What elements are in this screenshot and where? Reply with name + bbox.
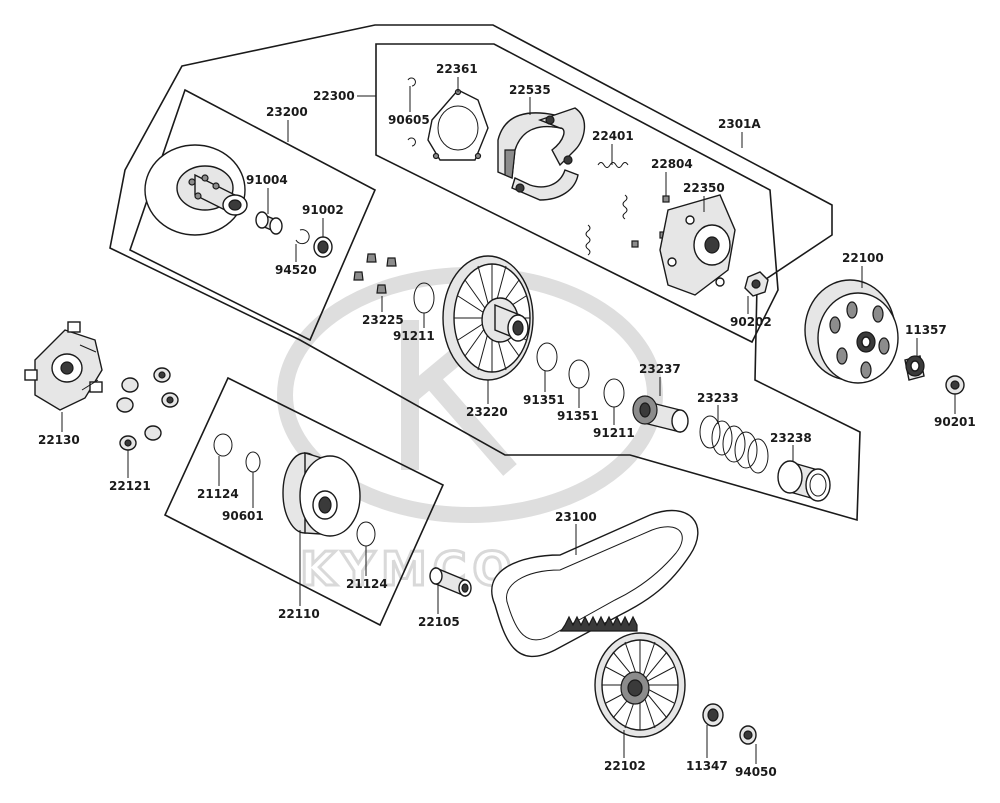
clutch-outer-22100-icon bbox=[804, 279, 899, 384]
label-90605: 90605 bbox=[388, 113, 430, 127]
o-ring-91211-icon bbox=[413, 282, 435, 314]
collar-22105-icon bbox=[429, 566, 472, 598]
label-22121: 22121 bbox=[109, 479, 151, 493]
driven-face-part-icon bbox=[144, 144, 248, 236]
label-91002: 91002 bbox=[302, 203, 344, 217]
fan-drive-face-22102-icon bbox=[594, 632, 686, 738]
nut-90201-icon bbox=[945, 375, 965, 395]
label-21124-a: 21124 bbox=[197, 487, 239, 501]
collar-23237-icon bbox=[632, 395, 689, 433]
label-2301A: 2301A bbox=[718, 117, 761, 131]
leader-lines bbox=[61, 77, 956, 764]
o-ring-91351-b-icon bbox=[568, 359, 590, 389]
watermark-text: KYMCO bbox=[300, 542, 518, 596]
clip-90605-icon bbox=[407, 77, 416, 147]
label-22804: 22804 bbox=[651, 157, 693, 171]
circlip-94520-icon bbox=[295, 229, 310, 245]
label-90601: 90601 bbox=[222, 509, 264, 523]
label-91211-top: 91211 bbox=[393, 329, 435, 343]
moveable-driven-face-23220-icon bbox=[442, 255, 534, 381]
drive-belt-23100-icon bbox=[491, 509, 699, 657]
label-22361: 22361 bbox=[436, 62, 478, 76]
outline-drive-face-group bbox=[163, 376, 445, 627]
label-90202: 90202 bbox=[730, 315, 772, 329]
part-number-labels: 22300 22361 22535 90605 22401 2301A 2280… bbox=[38, 62, 976, 779]
outline-clutch-shoe-group bbox=[375, 43, 779, 344]
washer-11347-icon bbox=[702, 703, 724, 727]
label-22102: 22102 bbox=[604, 759, 646, 773]
spring-seat-23238-icon bbox=[777, 460, 831, 502]
bearing-11357-icon bbox=[904, 355, 925, 381]
label-23237: 23237 bbox=[639, 362, 681, 376]
label-94520: 94520 bbox=[275, 263, 317, 277]
weight-roller-22121-icon bbox=[116, 367, 179, 451]
driven-spring-23233-icon bbox=[699, 415, 769, 474]
nut-90202-icon bbox=[744, 271, 769, 297]
o-ring-91351-a-icon bbox=[536, 342, 558, 372]
label-22110: 22110 bbox=[278, 607, 320, 621]
oil-seal-91002-icon bbox=[313, 236, 333, 258]
label-90201: 90201 bbox=[934, 415, 976, 429]
label-22300: 22300 bbox=[313, 89, 355, 103]
label-11347: 11347 bbox=[686, 759, 728, 773]
label-91351-a: 91351 bbox=[523, 393, 565, 407]
nut-94050-icon bbox=[739, 725, 757, 745]
label-22130: 22130 bbox=[38, 433, 80, 447]
label-91004: 91004 bbox=[246, 173, 288, 187]
label-23220: 23220 bbox=[466, 405, 508, 419]
o-ring-91211-b-icon bbox=[603, 378, 625, 408]
label-11357: 11357 bbox=[905, 323, 947, 337]
label-22535: 22535 bbox=[509, 83, 551, 97]
clutch-carrier-22350-icon bbox=[659, 194, 736, 296]
label-22105: 22105 bbox=[418, 615, 460, 629]
label-22100: 22100 bbox=[842, 251, 884, 265]
label-22350: 22350 bbox=[683, 181, 725, 195]
clutch-shoe-22535-icon bbox=[497, 107, 586, 201]
needle-bearing-91004-icon bbox=[255, 211, 283, 235]
movable-drive-face-22110-icon bbox=[282, 452, 361, 537]
label-91211-bottom: 91211 bbox=[593, 426, 635, 440]
clutch-spring-22401-icon bbox=[585, 162, 629, 256]
washer-21124-a-icon bbox=[213, 433, 233, 457]
guide-pin-23225-icon bbox=[353, 253, 397, 294]
washer-90601-icon bbox=[245, 451, 261, 473]
label-22401: 22401 bbox=[592, 129, 634, 143]
outline-clutch-assembly bbox=[109, 24, 861, 522]
label-23100: 23100 bbox=[555, 510, 597, 524]
label-23200: 23200 bbox=[266, 105, 308, 119]
label-23238: 23238 bbox=[770, 431, 812, 445]
clutch-plate-22361-icon bbox=[427, 88, 489, 161]
label-21124-b: 21124 bbox=[346, 577, 388, 591]
ramp-plate-22130-icon bbox=[24, 321, 103, 411]
label-23225: 23225 bbox=[362, 313, 404, 327]
label-23233: 23233 bbox=[697, 391, 739, 405]
label-91351-b: 91351 bbox=[557, 409, 599, 423]
label-94050: 94050 bbox=[735, 765, 777, 779]
